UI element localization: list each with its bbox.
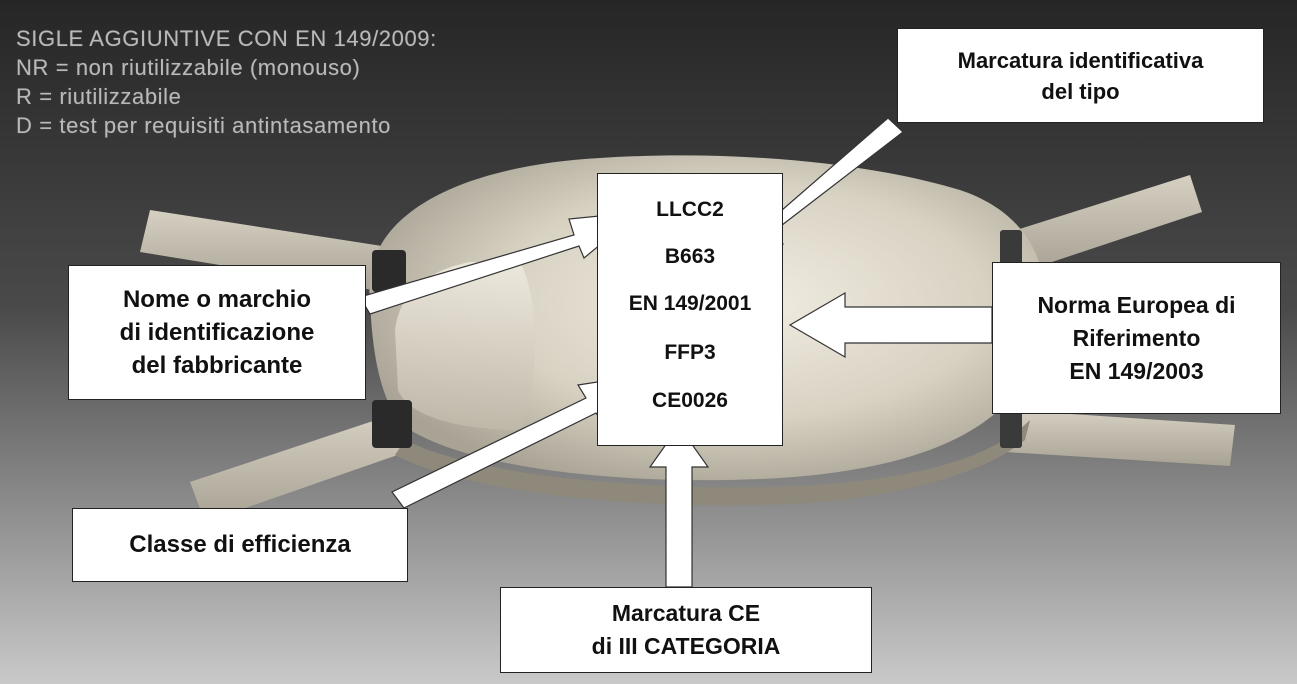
callout-type-line-1: Marcatura identificativa — [958, 45, 1204, 76]
callout-norm-line-1: Norma Europea di — [1037, 289, 1235, 322]
callout-efficiency-class: Classe di efficienza — [72, 508, 408, 582]
callout-norm: Norma Europea di Riferimento EN 149/2003 — [992, 262, 1281, 414]
callout-type-marking: Marcatura identificativa del tipo — [897, 28, 1264, 123]
notes-item-r: R = riutilizzabile — [16, 82, 437, 111]
callout-class-text: Classe di efficienza — [129, 531, 350, 559]
mask-label-card: LLCC2 B663 EN 149/2001 FFP3 CE0026 — [597, 173, 783, 446]
callout-ce-line-1: Marcatura CE — [612, 597, 760, 630]
notes-item-d: D = test per requisiti antintasamento — [16, 111, 437, 140]
callout-ce-marking: Marcatura CE di III CATEGORIA — [500, 587, 872, 673]
ce-code: CE0026 — [598, 389, 782, 413]
callout-manufacturer: Nome o marchio di identificazione del fa… — [68, 265, 366, 400]
clip-bottom-left — [372, 400, 412, 448]
notes-title: SIGLE AGGIUNTIVE CON EN 149/2009: — [16, 24, 437, 53]
callout-manufacturer-line-1: Nome o marchio — [123, 283, 311, 316]
callout-norm-line-3: EN 149/2003 — [1069, 355, 1203, 388]
norm-code: EN 149/2001 — [598, 292, 782, 316]
callout-manufacturer-line-2: di identificazione — [120, 316, 315, 349]
additional-codes-notes: SIGLE AGGIUNTIVE CON EN 149/2009: NR = n… — [16, 24, 437, 140]
callout-type-line-2: del tipo — [1041, 76, 1119, 107]
manufacturer-code: LLCC2 — [598, 198, 782, 222]
notes-item-nr: NR = non riutilizzabile (monouso) — [16, 53, 437, 82]
callout-norm-line-2: Riferimento — [1073, 322, 1201, 355]
class-code: FFP3 — [598, 341, 782, 365]
type-code: B663 — [598, 245, 782, 269]
callout-manufacturer-line-3: del fabbricante — [132, 349, 303, 382]
callout-ce-line-2: di III CATEGORIA — [592, 630, 781, 663]
clip-bottom-right — [1000, 410, 1022, 448]
